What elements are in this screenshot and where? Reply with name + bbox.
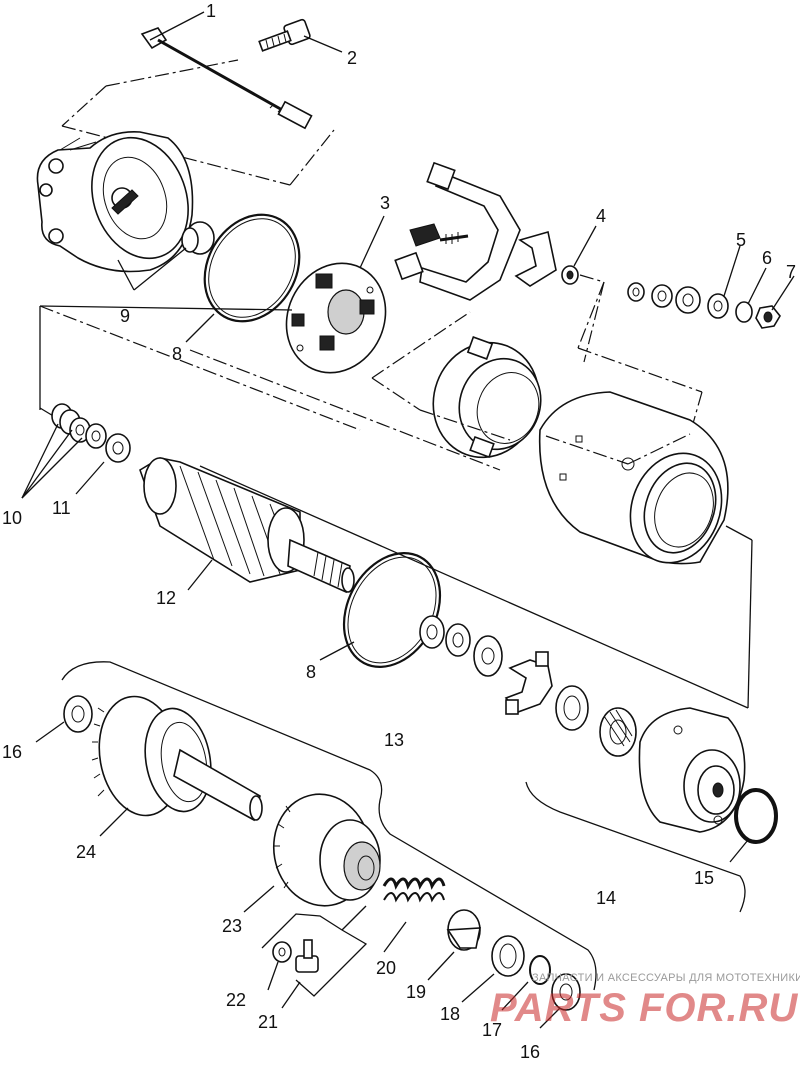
part-brush-plate xyxy=(394,161,557,301)
leader-bracket-pin xyxy=(261,905,368,997)
callout-21: 21 xyxy=(258,1012,278,1032)
part-screw xyxy=(258,18,311,52)
part-snap-ring xyxy=(529,955,551,985)
watermark-brand: PARTS FOR.RU xyxy=(490,986,799,1030)
callout-3: 3 xyxy=(380,193,390,213)
part-brush-holder xyxy=(285,262,387,374)
callout-10: 10 xyxy=(2,508,22,528)
leader-yoke-axis xyxy=(545,433,753,709)
part-washer-nut-stack xyxy=(627,282,781,329)
part-o-ring-front xyxy=(734,788,778,844)
callout-20: 20 xyxy=(376,958,396,978)
part-needle-bearing xyxy=(599,707,637,757)
callout-8-upper: 8 xyxy=(172,344,182,364)
part-commutator-end-frame xyxy=(432,336,542,459)
part-bushing xyxy=(181,221,215,255)
watermark-tagline: ЗАПЧАСТИ И АКСЕССУАРЫ ДЛЯ МОТОТЕХНИКИ xyxy=(532,972,800,984)
callout-9: 9 xyxy=(120,306,130,326)
part-oil-seal xyxy=(555,685,589,731)
callout-13: 13 xyxy=(384,730,404,750)
part-small-washer xyxy=(272,941,292,963)
part-thrust-washer-upper xyxy=(63,695,93,733)
leader-bracket-brushes xyxy=(371,311,511,441)
callout-16-lower: 16 xyxy=(520,1042,540,1062)
callout-6: 6 xyxy=(762,248,772,268)
part-o-ring-lower xyxy=(342,552,442,668)
part-overrunning-clutch xyxy=(272,793,381,907)
leader-bracket-gears xyxy=(61,661,597,991)
callout-12: 12 xyxy=(156,588,176,608)
part-motor-yoke xyxy=(538,391,729,565)
part-end-cover xyxy=(36,131,194,273)
watermark-logo: ЗАПЧАСТИ И АКСЕССУАРЫ ДЛЯ МОТОТЕХНИКИ PA… xyxy=(490,968,800,1053)
callout-22: 22 xyxy=(226,990,246,1010)
leader-bracket-top xyxy=(61,59,335,186)
part-armature xyxy=(139,457,355,594)
part-o-ring-upper xyxy=(203,213,301,323)
callout-17: 17 xyxy=(482,1020,502,1040)
part-washer-small xyxy=(561,265,579,285)
callout-2: 2 xyxy=(347,48,357,68)
leader-main-axis xyxy=(39,305,749,709)
leader-bracket-front xyxy=(525,781,746,913)
part-shims xyxy=(51,403,131,463)
callout-4: 4 xyxy=(596,206,606,226)
callout-14: 14 xyxy=(596,888,616,908)
part-lock-plate xyxy=(504,651,553,715)
callout-23: 23 xyxy=(222,916,242,936)
callout-18: 18 xyxy=(440,1004,460,1024)
part-washers-lower xyxy=(419,615,503,677)
callout-15: 15 xyxy=(694,868,714,888)
part-planetary-shaft xyxy=(91,695,263,822)
part-pinion-stop xyxy=(446,909,481,951)
part-spring xyxy=(382,877,446,903)
callout-1: 1 xyxy=(206,1,216,21)
callout-5: 5 xyxy=(736,230,746,250)
callout-19: 19 xyxy=(406,982,426,1002)
leader-lines xyxy=(21,11,795,1029)
part-through-bolt xyxy=(140,27,313,130)
part-pin xyxy=(295,939,319,973)
part-front-cover xyxy=(638,707,746,833)
callout-11: 11 xyxy=(52,498,71,518)
callout-24: 24 xyxy=(76,842,96,862)
part-thrust-washer-lower xyxy=(551,973,581,1011)
callout-16-upper: 16 xyxy=(2,742,22,762)
callout-7: 7 xyxy=(786,262,796,282)
part-collar xyxy=(491,935,525,977)
callout-8-lower: 8 xyxy=(306,662,316,682)
